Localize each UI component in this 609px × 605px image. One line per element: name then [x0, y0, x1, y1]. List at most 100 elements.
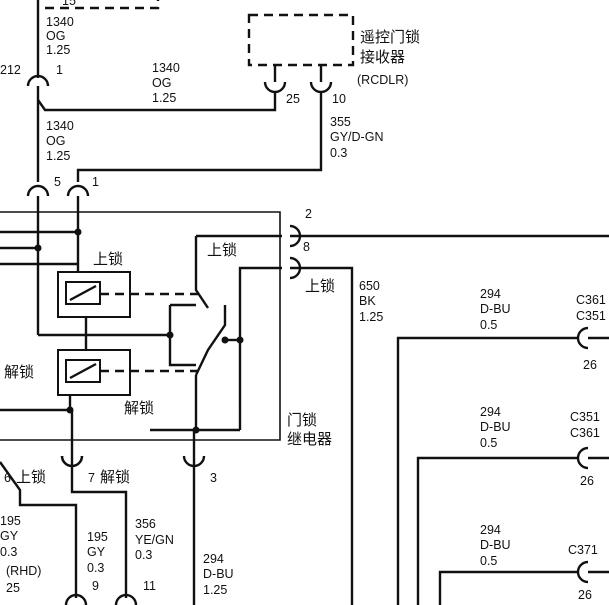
wire-dbu-bottom-num: 294 [203, 552, 224, 566]
wire-og-b-size: 1.25 [152, 91, 176, 105]
lock-label-switch: 上锁 [207, 241, 237, 259]
pin-label-3: 3 [210, 471, 217, 485]
connector-c351-pin26 [576, 446, 589, 470]
switch-common-bracket [168, 305, 196, 367]
pin-label-26-a: 26 [583, 358, 597, 372]
pin-label-212: 212 [0, 63, 21, 77]
wire-bk-num: 650 [359, 279, 380, 293]
relay-pin-1 [66, 184, 90, 197]
receiver-name-line2: 接收器 [360, 48, 405, 66]
dbu-wire-1 [396, 336, 578, 605]
relay-label-line2: 继电器 [287, 430, 332, 448]
relay-pin-5 [26, 184, 50, 197]
ye-gn-wire [70, 466, 128, 598]
wire-gy-mid-num: 195 [87, 530, 108, 544]
pin-label-25-bottom: 25 [6, 581, 20, 595]
pin-label-6: 6 [4, 471, 11, 485]
connector-c351-b: C351 [570, 410, 600, 424]
pin-label-1-top: 1 [56, 63, 63, 77]
receiver-pin-25 [263, 81, 287, 94]
wire-dbu-3-num: 294 [480, 523, 501, 537]
pin8-internal [238, 266, 282, 410]
wire-ye-gn-num: 356 [135, 517, 156, 531]
connector-212 [26, 74, 50, 87]
gy-wire-left [0, 461, 78, 598]
wire-dbu-1-size: 0.5 [480, 318, 497, 332]
rhd-label: (RHD) [6, 564, 41, 578]
wire-dbu-3-size: 0.5 [480, 554, 497, 568]
wire-og-b-color: OG [152, 76, 171, 90]
wire-gy-dgn-size: 0.3 [330, 146, 347, 160]
junction-6 [236, 336, 244, 344]
receiver-pin-10 [309, 81, 333, 94]
wire-dbu-3-color: D-BU [480, 538, 511, 552]
unlock-label-left: 解锁 [4, 363, 34, 381]
connector-c361-b: C361 [570, 426, 600, 440]
dbu-wire-3 [438, 570, 578, 605]
lock-label-pin8: 上锁 [305, 277, 335, 295]
wire-bk-color: BK [359, 294, 376, 308]
junction-1 [74, 228, 82, 236]
wire-ye-gn-color: YE/GN [135, 533, 174, 547]
pin-label-26-b: 26 [580, 474, 594, 488]
unlock-switch-arm [194, 305, 227, 376]
wire-og-a-num: 1340 [46, 15, 74, 29]
wire-og-c-num: 1340 [46, 119, 74, 133]
pin-label-11: 11 [143, 579, 156, 593]
wire-dbu-1-num: 294 [480, 287, 501, 301]
wire-gy-left-size: 0.3 [0, 545, 17, 559]
wire-dbu-1-color: D-BU [480, 302, 511, 316]
wire-gy-dgn-num: 355 [330, 115, 351, 129]
pin-label-5: 5 [54, 175, 61, 189]
wire-og-a-size: 1.25 [46, 43, 70, 57]
wire-gy-left-num: 195 [0, 514, 21, 528]
relay-label-line1: 门锁 [287, 411, 317, 429]
wire-dbu-bottom-color: D-BU [203, 567, 234, 581]
wire-dbu-2-size: 0.5 [480, 436, 497, 450]
top-partial-label: 15 [62, 0, 76, 8]
wire-dbu-2-color: D-BU [480, 420, 511, 434]
og-wire-to-receiver [37, 92, 277, 112]
wire-bk-size: 1.25 [359, 310, 383, 324]
lock-switch-arm [194, 236, 209, 309]
wire-og-a-color: OG [46, 29, 65, 43]
wire-og-c-size: 1.25 [46, 149, 70, 163]
relay-module-outline [0, 211, 281, 441]
pin-label-26-c: 26 [578, 588, 592, 602]
connector-c371-pin26 [576, 560, 589, 584]
wire-dbu-bottom-size: 1.25 [203, 583, 227, 597]
junction-2 [34, 244, 42, 252]
unlock-label-pin7: 解锁 [100, 468, 130, 486]
lock-label-upper-relay: 上锁 [93, 250, 123, 268]
connector-c361-pin26 [576, 326, 589, 350]
dbu-wire-2 [416, 456, 578, 605]
pin-label-10: 10 [332, 92, 346, 106]
unlock-relay-coil-diag [69, 362, 97, 380]
wire-og-c-color: OG [46, 134, 65, 148]
wire-ye-gn-size: 0.3 [135, 548, 152, 562]
connector-c361: C361 [576, 293, 606, 307]
pin-label-8: 8 [303, 240, 310, 254]
gy-dgn-wire [76, 92, 323, 182]
top-partial-box [45, 0, 160, 10]
junction-5 [221, 336, 229, 344]
junction-4 [166, 331, 174, 339]
receiver-name-line1: 遥控门锁 [360, 28, 420, 46]
wire-og-b-num: 1340 [152, 61, 180, 75]
connector-c371: C371 [568, 543, 598, 557]
bottom-pin-11 [114, 593, 138, 605]
receiver-box [247, 13, 355, 67]
bottom-pin-9 [64, 593, 88, 605]
wire-gy-mid-size: 0.3 [87, 561, 104, 575]
connector-c351: C351 [576, 309, 606, 323]
wire-gy-dgn-color: GY/D-GN [330, 130, 383, 144]
receiver-code: (RCDLR) [357, 73, 408, 87]
pin-label-2: 2 [305, 207, 312, 221]
wire-gy-left-color: GY [0, 529, 19, 543]
pin-label-1: 1 [92, 175, 99, 189]
lock-label-pin6: 上锁 [16, 468, 46, 486]
unlock-label-mid: 解锁 [124, 399, 154, 417]
pin-label-9: 9 [92, 579, 99, 593]
unlock-output-wire [290, 266, 354, 605]
